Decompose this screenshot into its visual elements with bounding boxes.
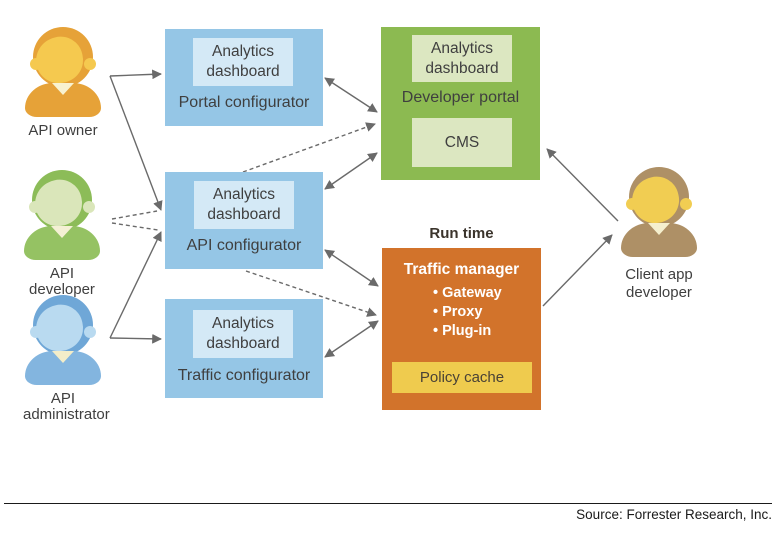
arrow-runtime-to-client-developer [542,234,613,307]
api-administrator-label: API administrator [23,390,110,423]
api-configurator-box: Analytics dashboard API configurator [165,172,323,269]
client-app-developer-label: Client app developer [619,266,699,302]
developer-portal-box: Analytics dashboard Developer portal CMS [381,27,540,180]
cms-box: CMS [412,118,512,167]
analytics-dashboard-label: Analytics dashboard [206,315,280,352]
ear-icon [83,201,95,213]
label-line: Client app [625,266,693,283]
arrow-traffic-configurator-runtime [324,320,379,358]
torso-icon [621,223,697,257]
portal-analytics-dashboard-box: Analytics dashboard [193,38,293,86]
portal-configurator-title: Portal configurator [178,94,310,111]
label-line: developer [626,284,692,301]
torso-icon [25,83,101,117]
collar-icon [52,83,74,95]
traffic-manager-title: Traffic manager [403,261,520,278]
arrow-portal-configurator-developer-portal [324,77,378,113]
policy-cache-label: Policy cache [419,369,505,386]
arrow-owner-to-api-configurator [109,75,163,211]
source-credit: Source: Forrester Research, Inc. [576,507,772,522]
api-configurator-title: API configurator [186,237,302,254]
analytics-dashboard-label: Analytics dashboard [206,43,280,80]
api-analytics-dashboard-box: Analytics dashboard [194,181,294,229]
face-icon [30,174,87,232]
label-line: API developer [29,265,95,298]
arrow-client-developer-to-developer-portal [546,148,619,222]
traffic-configurator-box: Analytics dashboard Traffic configurator [165,299,323,398]
api-developer-avatar [29,170,95,232]
face-icon [31,31,88,89]
persona-api-administrator: API administrator [23,295,110,423]
traffic-configurator-title: Traffic configurator [177,367,311,384]
arrow-administrator-to-api-configurator [109,231,162,339]
torso-icon [24,226,100,260]
plug-in-bullet: • Plug-in [433,323,492,339]
client-app-developer-avatar [626,167,692,229]
arrow-api-configurator-developer-portal [324,152,378,190]
ear-icon [84,58,96,70]
cms-label: CMS [444,133,480,151]
footer-divider [4,503,772,504]
runtime-box: Traffic manager • Gateway • Proxy • Plug… [382,248,541,410]
persona-client-app-developer: Client app developer [619,167,699,302]
arrow-developer-dashed-to-developer-portal [242,122,376,173]
api-administrator-avatar [30,295,96,357]
collar-icon [648,223,670,235]
arrow-api-configurator-runtime [324,249,379,287]
portal-dashboard-box: Analytics dashboard [412,35,512,82]
policy-cache-box: Policy cache [392,362,532,393]
run-time-label: Run time [429,225,494,242]
portal-configurator-box: Analytics dashboard Portal configurator [165,29,323,126]
label-line: API owner [28,122,98,139]
api-owner-avatar [30,27,96,89]
arrow-developer-to-api-configurator-upper [111,210,158,220]
analytics-dashboard-label: Analytics dashboard [207,186,281,223]
persona-api-developer: API developer [22,170,102,298]
ear-icon [84,326,96,338]
ear-icon [680,198,692,210]
face-icon [31,299,88,357]
gateway-bullet: • Gateway [433,285,502,301]
label-line: API [50,390,76,407]
collar-icon [52,351,74,363]
arrow-developer-to-api-configurator-lower [111,222,159,231]
proxy-bullet: • Proxy [433,304,483,320]
traffic-analytics-dashboard-box: Analytics dashboard [193,310,293,358]
label-line: administrator [23,406,110,423]
arrow-owner-to-portal-configurator [109,69,162,80]
developer-portal-title: Developer portal [401,89,520,106]
torso-icon [25,351,101,385]
collar-icon [51,226,73,238]
persona-api-owner: API owner [23,27,103,139]
api-owner-label: API owner [23,123,103,139]
api-developer-label: API developer [22,266,102,298]
analytics-dashboard-label: Analytics dashboard [425,39,499,77]
arrow-administrator-to-traffic-configurator [109,333,162,344]
face-icon [627,171,684,229]
